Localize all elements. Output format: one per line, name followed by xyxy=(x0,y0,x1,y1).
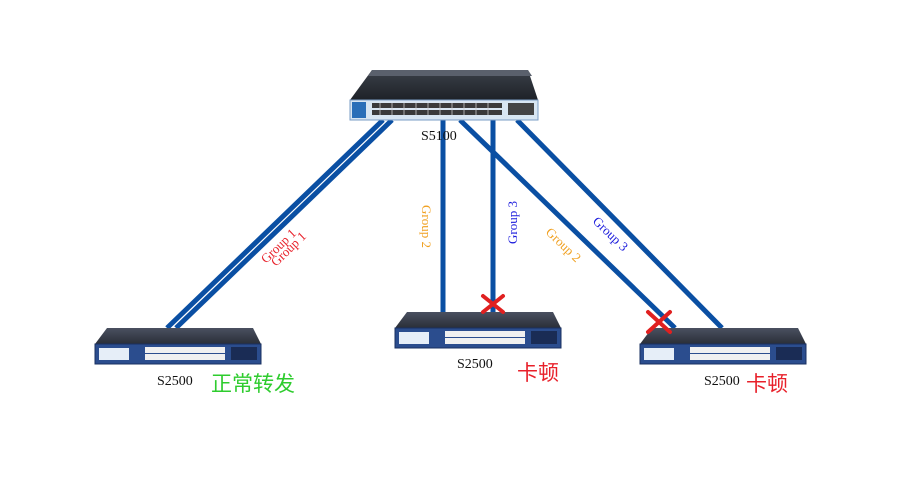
middle-switch-status: 卡顿 xyxy=(517,361,559,385)
access-switch-icon xyxy=(394,312,562,349)
core-switch-icon xyxy=(349,70,539,121)
core-switch-label: S5100 xyxy=(421,129,457,144)
link-label-group2-middle: Group 2 xyxy=(419,205,434,248)
fault-mark-icon xyxy=(646,310,672,334)
right-switch-label: S2500 xyxy=(704,374,740,389)
middle-switch-label: S2500 xyxy=(457,357,493,372)
link-label-group2-right: Group 2 xyxy=(543,224,584,265)
right-switch-status: 卡顿 xyxy=(746,372,788,396)
fault-mark-icon xyxy=(481,294,505,314)
link-group1-b xyxy=(174,118,394,330)
link-label-group3-middle: Group 3 xyxy=(505,201,520,244)
links xyxy=(165,118,724,330)
link-group2-right xyxy=(458,118,677,330)
access-switch-icon xyxy=(94,328,262,365)
link-group1-a xyxy=(165,118,385,330)
left-switch-status: 正常转发 xyxy=(211,372,295,396)
access-switch-icon xyxy=(639,328,807,365)
link-label-group3-right: Group 3 xyxy=(590,213,631,254)
link-group3-right xyxy=(515,118,724,330)
left-switch-label: S2500 xyxy=(157,374,193,389)
